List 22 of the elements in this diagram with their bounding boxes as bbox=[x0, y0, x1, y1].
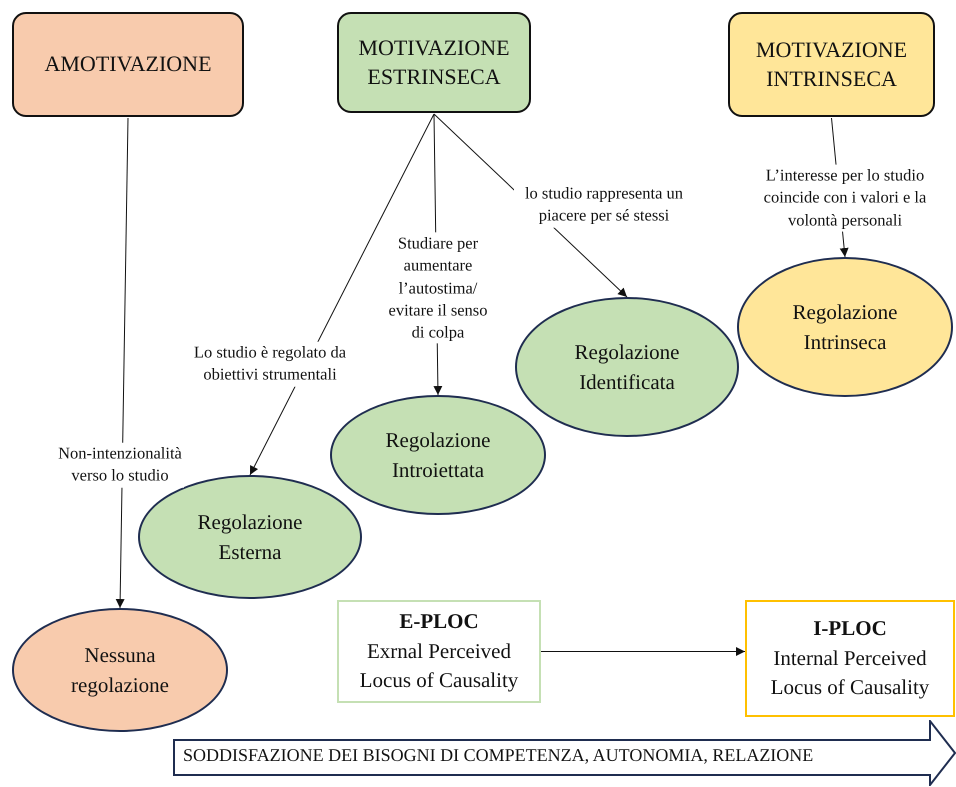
node-text: Regolazione Intrinseca bbox=[792, 298, 898, 356]
block-arrow bbox=[173, 720, 956, 786]
node-heading: I-PLOC bbox=[813, 615, 887, 642]
locus-box bbox=[337, 600, 541, 703]
locus-box bbox=[745, 600, 955, 717]
node-text: Regolazione Esterna bbox=[196, 508, 304, 566]
node-text: AMOTIVAZIONE bbox=[44, 50, 212, 78]
node-text: Exrnal Perceived Locus of Causality bbox=[358, 638, 520, 694]
node-text: MOTIVAZIONE ESTRINSECA bbox=[357, 34, 511, 90]
arrow bbox=[540, 647, 746, 656]
category-box bbox=[728, 12, 935, 117]
arrow bbox=[116, 118, 128, 608]
node-text: MOTIVAZIONE INTRINSECA bbox=[754, 36, 908, 92]
edge-label: Non-intenzionalità verso lo studio bbox=[56, 442, 184, 488]
node-heading: E-PLOC bbox=[399, 608, 479, 636]
node-text: Regolazione Introiettata bbox=[384, 426, 492, 484]
category-box bbox=[337, 12, 531, 113]
category-box bbox=[12, 12, 244, 117]
node-text: Nessuna regolazione bbox=[70, 642, 170, 699]
node-text: SODDISFAZIONE DEI BISOGNI DI COMPETENZA, AUTONOMIA, RELAZIONE bbox=[183, 746, 814, 764]
node-text: Regolazione Identificata bbox=[574, 338, 680, 396]
node-text: Internal Perceived Locus of Causality bbox=[770, 644, 930, 702]
